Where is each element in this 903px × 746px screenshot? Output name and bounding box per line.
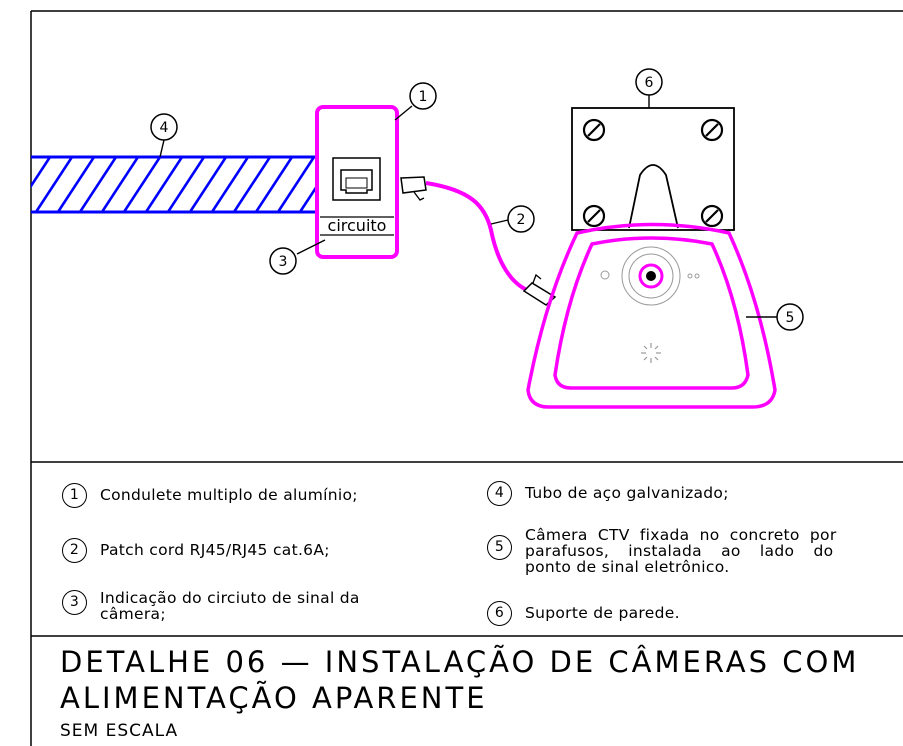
patch-cord — [400, 176, 557, 306]
legend-number: 1 — [62, 483, 87, 508]
svg-text:4: 4 — [160, 120, 169, 136]
legend-text: Câmera CTV fixada no concreto por — [525, 526, 837, 544]
svg-text:5: 5 — [786, 310, 795, 326]
callout-leaders — [159, 95, 777, 318]
legend-number: 3 — [62, 590, 87, 615]
svg-text:2: 2 — [517, 212, 526, 228]
svg-text:6: 6 — [645, 75, 654, 91]
legend-text: Indicação do circiuto de sinal da — [100, 589, 360, 607]
legend-number: 6 — [487, 601, 512, 626]
legend-number: 4 — [487, 481, 512, 506]
callout-4: 4 — [150, 113, 178, 141]
legend-number: 2 — [62, 538, 87, 563]
condulete-box: circuito — [315, 105, 399, 259]
legend-text: Suporte de parede. — [525, 604, 680, 622]
detail-title-line-2: ALIMENTAÇÃO APARENTE — [60, 681, 488, 715]
svg-text:1: 1 — [419, 89, 428, 105]
callout-1: 1 — [409, 82, 437, 110]
legend-text: ponto de sinal eletrônico. — [525, 558, 730, 576]
detail-title-line-1: DETALHE 06 — INSTALAÇÃO DE CÂMERAS COM — [60, 645, 860, 679]
callout-5: 5 — [776, 303, 804, 331]
legend-text: câmera; — [100, 605, 166, 623]
legend-text: Patch cord RJ45/RJ45 cat.6A; — [100, 541, 330, 559]
legend-text: parafusos, instalada ao lado do — [525, 542, 834, 560]
callout-6: 6 — [635, 68, 663, 96]
legend-number: 5 — [487, 535, 512, 560]
callout-3: 3 — [269, 247, 297, 275]
callout-2: 2 — [507, 205, 535, 233]
circuit-label: circuito — [328, 216, 387, 235]
wall-bracket — [571, 107, 735, 231]
scale-note: SEM ESCALA — [60, 721, 179, 741]
camera — [526, 222, 777, 409]
steel-conduit — [31, 155, 315, 214]
svg-text:3: 3 — [279, 254, 288, 270]
legend-text: Condulete multiplo de alumínio; — [100, 486, 358, 504]
legend-text: Tubo de aço galvanizado; — [525, 484, 729, 502]
